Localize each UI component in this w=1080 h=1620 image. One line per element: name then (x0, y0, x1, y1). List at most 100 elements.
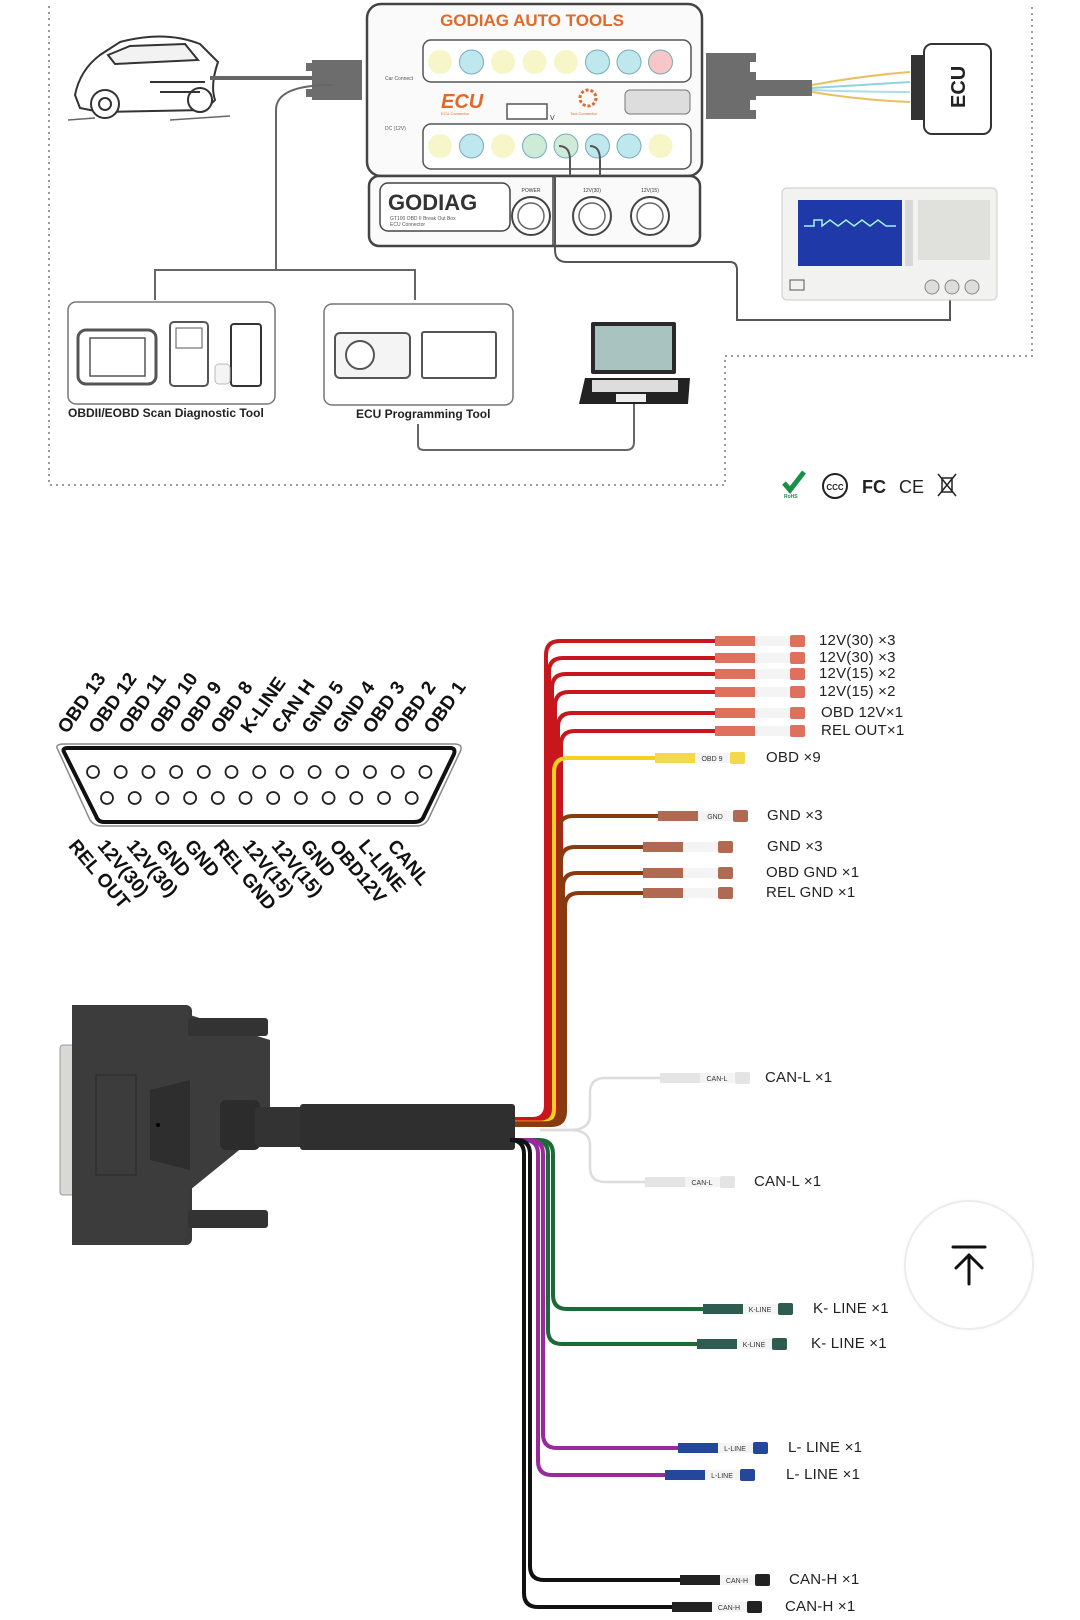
wire-tip (790, 707, 805, 719)
wire-label-sleeve (683, 868, 718, 878)
sleeve-text: L-LINE (711, 1473, 733, 1480)
top-socket (648, 49, 673, 75)
pin-hole (293, 791, 308, 805)
svg-text:RoHS: RoHS (784, 494, 798, 500)
pin-hole (113, 765, 128, 779)
pin-hole (238, 791, 253, 805)
wire-label-sleeve (755, 708, 790, 718)
fc-icon: FC (862, 477, 886, 497)
wire-label-sleeve (755, 636, 790, 646)
wire (515, 891, 643, 1127)
pin-hole (100, 791, 114, 805)
sleeve-text: GND (707, 814, 723, 821)
wire-tip (718, 867, 733, 879)
wire-tip (790, 652, 805, 664)
pin-hole (404, 791, 419, 805)
sleeve-text: L-LINE (724, 1446, 746, 1453)
box-subtitle: ECU Connector (390, 222, 425, 228)
bottom-socket (522, 133, 547, 159)
wire-label: REL OUT×1 (821, 722, 905, 739)
wire-label-sleeve (755, 669, 790, 679)
pin-hole (155, 791, 170, 805)
scroll-to-top-button[interactable] (904, 1200, 1034, 1330)
wire-sleeve (660, 1073, 700, 1083)
wire (509, 1138, 672, 1609)
db-connector-left (306, 60, 362, 100)
top-socket (459, 49, 484, 75)
wire-label: GND ×3 (767, 838, 823, 855)
weee-icon (937, 473, 957, 497)
ce-icon: CE (899, 477, 924, 497)
wire (515, 1138, 680, 1582)
wire-label-sleeve (705, 1470, 740, 1480)
pin-hole (377, 791, 391, 805)
wire-tip (730, 752, 745, 764)
wire-label-sleeve (755, 653, 790, 663)
pin-hole (141, 765, 156, 779)
wire (540, 1128, 645, 1184)
oscilloscope-illustration (781, 187, 998, 301)
wire-sleeve (715, 636, 755, 646)
wire-sleeve (655, 753, 695, 763)
pin-hole (196, 765, 211, 779)
wire (515, 871, 643, 1127)
svg-text:CCC: CCC (826, 483, 844, 492)
wire-label: OBD GND ×1 (766, 864, 860, 881)
wire-label: 12V(15) ×2 (819, 683, 896, 700)
wire-sleeve (697, 1339, 737, 1349)
pin-hole (335, 765, 350, 779)
wire-sleeve (715, 669, 755, 679)
pin-hole (210, 791, 225, 805)
wire-label-sleeve (700, 1073, 735, 1083)
wire (515, 1138, 703, 1311)
wire-tip (790, 686, 805, 698)
wire-label-sleeve (743, 1304, 778, 1314)
wire-label-sleeve (720, 1575, 755, 1585)
wire-label: K- LINE ×1 (811, 1335, 887, 1352)
wire-tip (718, 887, 733, 899)
wire-sleeve (643, 888, 683, 898)
wire-label-sleeve (698, 811, 733, 821)
wire-sleeve (643, 868, 683, 878)
wire (540, 1076, 660, 1132)
bottom-socket (648, 134, 673, 158)
car-connect-label: Car Connect (385, 76, 414, 82)
wire-label: REL GND ×1 (766, 884, 856, 901)
sleeve-text: CAN-H (726, 1578, 748, 1585)
ccc-icon (822, 473, 848, 499)
programming-tool-caption: ECU Programming Tool (356, 407, 490, 421)
pin-hole (321, 791, 336, 805)
wire-tip (755, 1574, 770, 1586)
wire-tip (790, 635, 805, 647)
pin-hole (252, 765, 267, 779)
wire-label-sleeve (683, 888, 718, 898)
wire-label-sleeve (737, 1339, 772, 1349)
wire-tip (778, 1303, 793, 1315)
wire-label: L- LINE ×1 (788, 1439, 863, 1456)
wire-label: 12V(15) ×2 (819, 665, 896, 682)
wire-sleeve (658, 811, 698, 821)
bottom-socket (553, 133, 579, 159)
pin-hole (390, 765, 405, 779)
wire (515, 845, 643, 1126)
bottom-socket (616, 133, 642, 159)
tool-connector-label: Tool Connector (570, 111, 598, 116)
wire-label-sleeve (755, 726, 790, 736)
pin-hole (86, 765, 100, 779)
db25-connector-face (56, 743, 462, 827)
sleeve-text: K-LINE (743, 1342, 766, 1349)
pin-hole (307, 765, 322, 779)
ecu-sub-label: ECU Connector (441, 111, 470, 116)
wire-label-sleeve (683, 842, 718, 852)
wire-label: 12V(30) ×3 (819, 649, 896, 666)
bottom-socket (428, 134, 452, 158)
bottom-socket (491, 134, 515, 158)
wire-tip (753, 1442, 768, 1454)
wire-tip (747, 1601, 762, 1613)
wire-label-sleeve (718, 1443, 753, 1453)
wire (515, 1138, 665, 1477)
wire-sleeve (678, 1443, 718, 1453)
wire-label: CAN-L ×1 (754, 1173, 822, 1190)
wire-label: OBD ×9 (766, 749, 821, 766)
wire-sleeve (715, 708, 755, 718)
